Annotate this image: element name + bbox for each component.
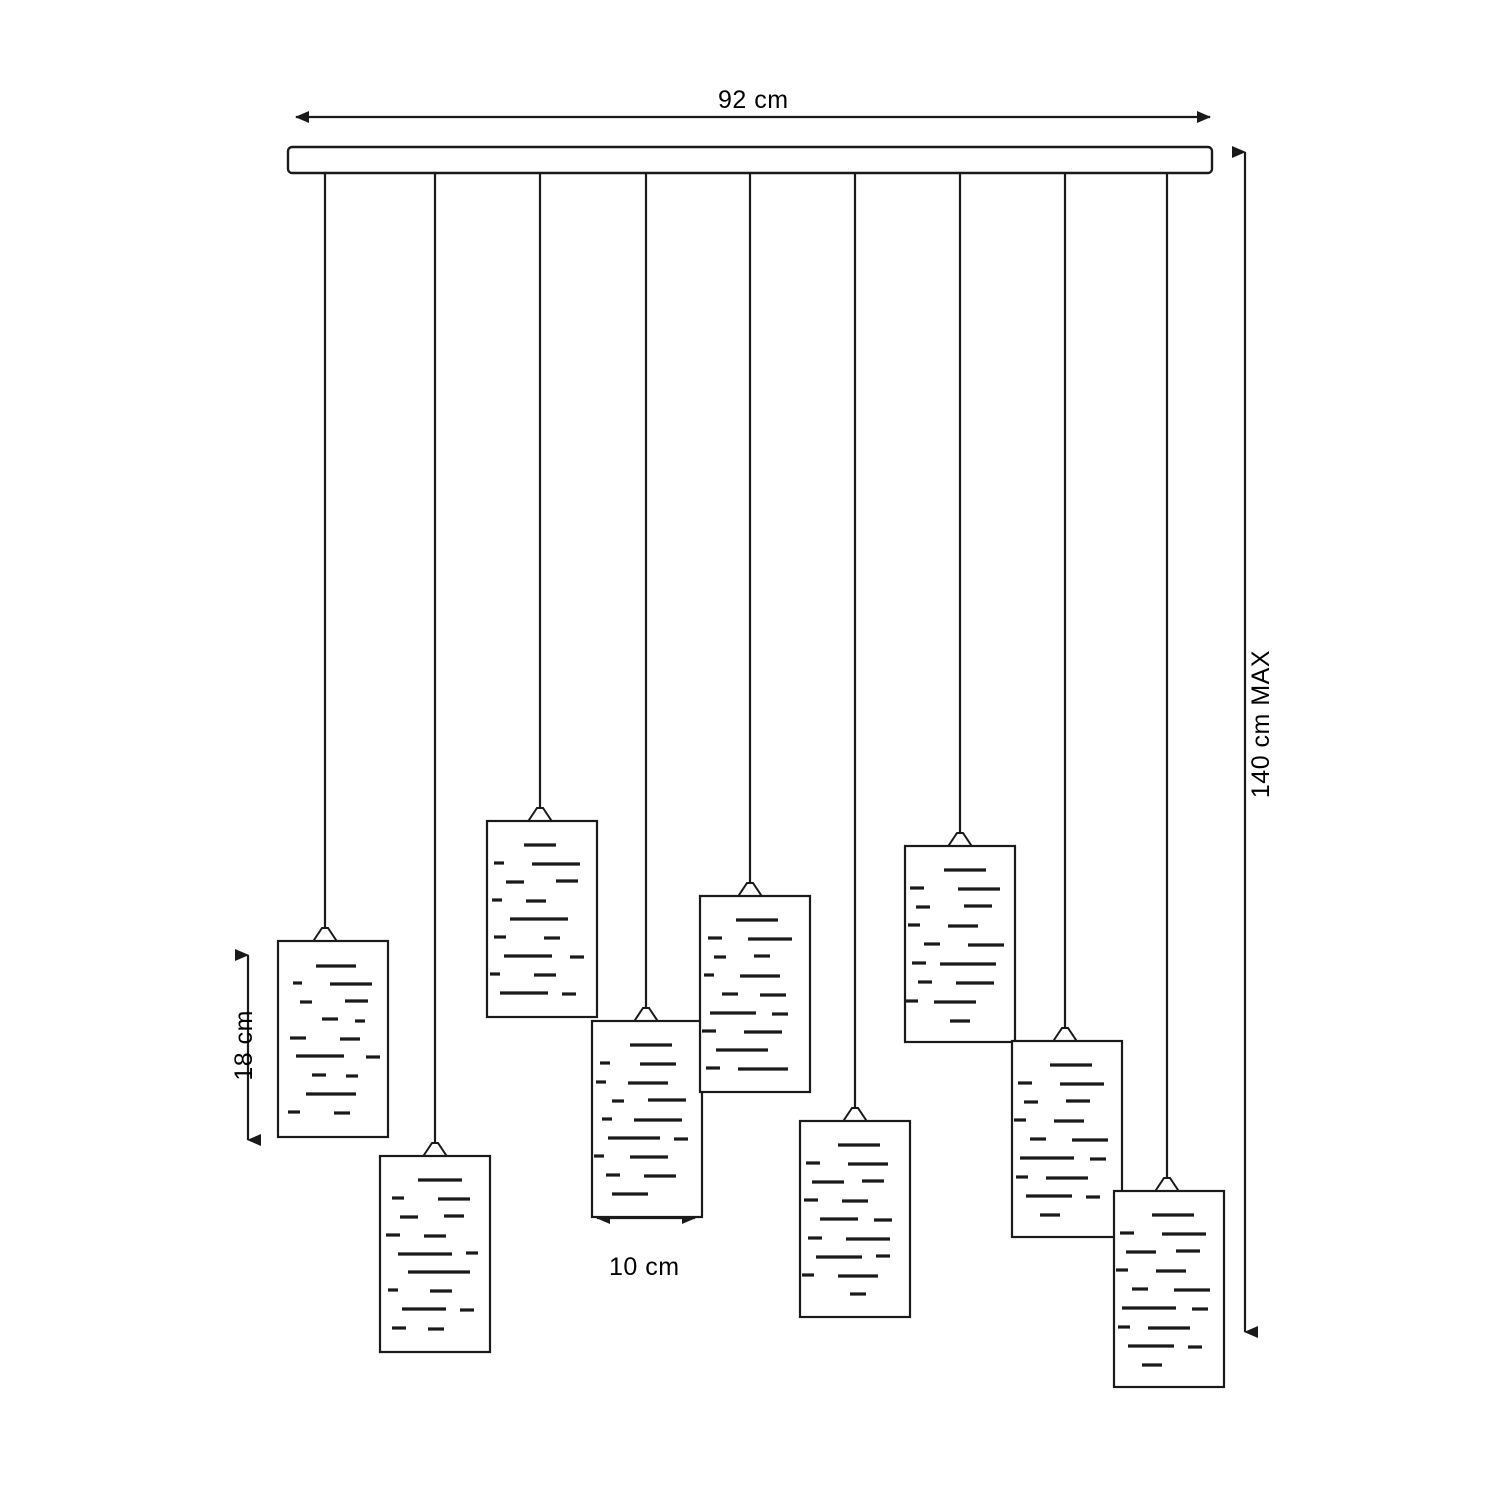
height-dimension-label: 140 cm MAX <box>1247 650 1275 799</box>
shade-width-dimension-label: 10 cm <box>609 1253 680 1281</box>
pendant-8 <box>1010 173 1124 1239</box>
shade-height-dimension-label: 18 cm <box>230 1010 258 1081</box>
pendant-4 <box>590 173 704 1219</box>
pendant-7 <box>903 173 1017 1044</box>
width-dimension-label: 92 cm <box>718 86 789 114</box>
pendant-5 <box>698 173 812 1094</box>
pendant-1 <box>276 173 390 1139</box>
ceiling-canopy <box>286 145 1214 175</box>
pendant-9 <box>1112 173 1226 1389</box>
pendant-3 <box>485 173 599 1019</box>
pendant-2 <box>378 173 492 1354</box>
pendant-6 <box>798 173 912 1319</box>
